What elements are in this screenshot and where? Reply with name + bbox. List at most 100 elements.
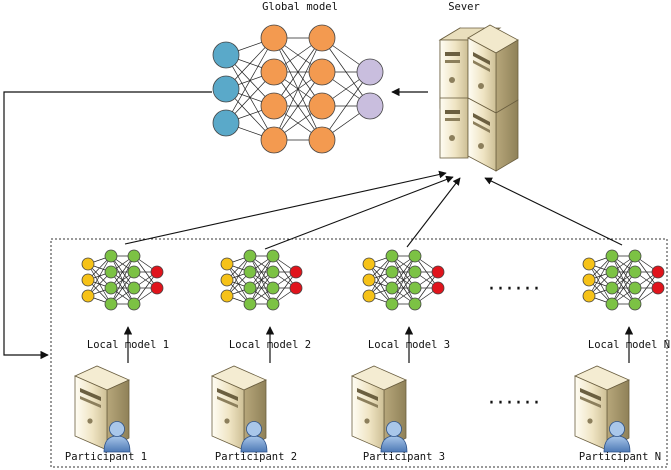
local-model-2-connection [226,255,251,297]
local-model-1-node [127,265,141,279]
participant-3: Local model 3 Participant 3 [351,249,450,463]
ellipsis-models: ······ [488,277,542,302]
local-model-2-node [243,297,257,311]
local-model-1-node [150,265,164,279]
local-model-1-node [81,289,95,303]
local-model-label: Local model 2 [229,339,311,351]
local-model-4-node [605,297,619,311]
computer-power-button [87,418,93,424]
global-model-node [212,41,240,69]
global-model-connection [273,37,323,141]
local-model-2-node [289,281,303,295]
upload-arrow-1 [124,170,447,245]
server-label: Sever [448,1,480,13]
local-model-1-connection [110,255,135,289]
computer-power-button [587,418,593,424]
global-model-network [212,24,384,154]
local-model-4-node [651,281,665,295]
local-model-3-connection [391,271,416,305]
local-model-3-node [431,281,445,295]
user-head-icon [386,421,402,437]
local-model-4-node [582,289,596,303]
participant-name: Participant 1 [65,451,147,463]
global-model-node [260,92,288,120]
local-model-4-node [605,265,619,279]
local-model-4-node [582,257,596,271]
local-model-2-node [266,297,280,311]
local-model-4-connection [611,255,636,289]
global-model-node [260,58,288,86]
server-stack-icon [438,24,519,172]
local-model-1-node [81,257,95,271]
local-model-2-node [266,249,280,263]
local-model-4-connection [611,271,636,305]
participant-1: Local model 1 Participant 1 [65,249,169,463]
global-model-node [212,75,240,103]
local-model-4-node [628,281,642,295]
local-model-4-node [628,249,642,263]
local-model-4-connection [588,255,613,297]
global-model-node [308,126,336,154]
user-head-icon [109,421,125,437]
computer-drive-slot [217,396,238,408]
local-model-3-connection [391,255,416,305]
local-model-2-node [266,281,280,295]
local-model-2-node [220,289,234,303]
local-model-4-node [605,281,619,295]
local-model-3-node [362,273,376,287]
computer-power-button [224,418,230,424]
local-model-2-connection [249,271,274,305]
global-to-participants-arrow [3,91,212,360]
local-model-2-node [243,281,257,295]
local-model-4-node [651,265,665,279]
computer-drive-slot [80,388,101,401]
local-model-1-connection [110,255,135,305]
global-model-node [356,58,384,86]
global-model-node [260,126,288,154]
local-model-3-node [385,249,399,263]
global-model-connection [225,37,275,124]
local-model-4-connection [611,255,636,305]
global-model-node [308,24,336,52]
local-model-1-node [127,249,141,263]
local-model-3-node [408,249,422,263]
local-model-1-connection [110,271,135,305]
local-model-label: Local model 1 [87,339,169,351]
upload-arrow-3 [406,177,461,248]
local-model-4-node [628,297,642,311]
local-model-3-node [431,265,445,279]
computer-drive-slot [580,396,601,408]
global-model-connection [273,37,323,107]
local-model-3-node [408,281,422,295]
local-model-label: Local model 3 [368,339,450,351]
computer-drive-slot [357,388,378,401]
upload-arrow-n [484,177,623,246]
computer-drive-slot [217,388,238,401]
local-model-4-node [605,249,619,263]
local-model-4-node [628,265,642,279]
local-model-4-node [582,273,596,287]
local-model-2-node [243,249,257,263]
local-model-label: Local model N [588,339,670,351]
computer-drive-slot [357,396,378,408]
local-model-1-node [127,297,141,311]
local-model-4-connection [634,271,659,305]
computer-power-button [364,418,370,424]
upload-arrow-2 [264,175,454,250]
local-model-1-node [104,265,118,279]
computer-drive-slot [580,388,601,401]
local-model-1-node [150,281,164,295]
local-model-3-connection [391,255,416,289]
ellipsis-participants: ······ [488,391,542,416]
participant-name: Participant 3 [363,451,445,463]
participants-box [50,238,668,468]
local-model-3-node [362,257,376,271]
user-head-icon [246,421,262,437]
global-model-connection [273,71,323,141]
local-model-1-connection [87,255,112,297]
local-model-3-connection [368,255,393,297]
